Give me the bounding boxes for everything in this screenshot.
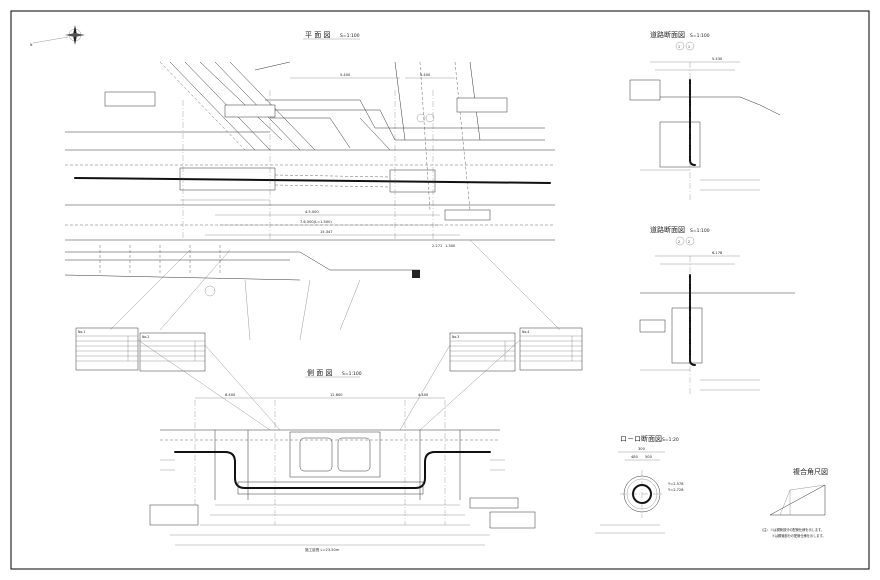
spec-box-2: No.2 bbox=[139, 332, 206, 372]
angle-title: 複合角尺図 bbox=[793, 467, 828, 476]
plan-scale: S=1:100 bbox=[340, 33, 360, 39]
note-1: （注） ①は鋼管部分の配管仕様を示します。 bbox=[760, 527, 824, 532]
spec-box-4: No.4 bbox=[519, 327, 583, 371]
note-2: ②は鋼管部分の配管仕様を示します。 bbox=[772, 533, 826, 538]
side-dim-top3: 4.400 bbox=[418, 393, 429, 397]
pipe-dim-yr: Y=2.728 bbox=[668, 488, 684, 492]
road2-dim-w: 6.178 bbox=[712, 251, 723, 255]
side-main-pipe bbox=[174, 451, 491, 489]
side-dim-top1: 6.400 bbox=[225, 393, 236, 397]
svg-text:2: 2 bbox=[678, 240, 680, 244]
sheet-frame bbox=[10, 10, 870, 570]
plan-main-pipe bbox=[74, 177, 551, 184]
svg-text:2: 2 bbox=[688, 240, 690, 244]
plan-dim-5: 1.300 bbox=[445, 244, 456, 248]
angle-diagram: 複合角尺図 bbox=[769, 467, 828, 516]
pipe-dim-a: 300 bbox=[638, 447, 646, 451]
side-title: 側 面 図 bbox=[307, 368, 332, 377]
road1-pipe bbox=[689, 79, 696, 166]
pipe-dim-c: 500 bbox=[645, 455, 653, 459]
plan-dim-1: 4.5.000 bbox=[305, 210, 319, 214]
side-dim-bottom: 施工延長 L=23.50m bbox=[305, 547, 340, 552]
road2-title: 道路断面図 bbox=[650, 225, 685, 234]
svg-text:No.4: No.4 bbox=[522, 330, 529, 334]
plan-title: 平 面 図 bbox=[305, 31, 330, 39]
svg-text:1: 1 bbox=[688, 45, 690, 49]
compass-label: N bbox=[30, 43, 33, 47]
road1-title: 道路断面図 bbox=[650, 30, 685, 39]
svg-text:No.1: No.1 bbox=[78, 330, 85, 334]
side-scale: S=1:100 bbox=[342, 371, 362, 377]
plan-dim-2: 7.6.500(L=1.500) bbox=[300, 220, 332, 224]
spec-box-3: No.3 bbox=[449, 332, 516, 372]
plan-dim-top2: 4.400 bbox=[420, 73, 431, 77]
pipe-dim-b: 480 bbox=[631, 455, 639, 459]
svg-text:1: 1 bbox=[678, 45, 680, 49]
plan-dim-3: 15.347 bbox=[320, 230, 333, 234]
road1-dim-w: 5.430 bbox=[712, 57, 723, 61]
pipe-title: ロ－ロ断面図 bbox=[620, 434, 662, 443]
road-section-1: 道路断面図 S=1:100 1 1 5.430 bbox=[629, 30, 781, 200]
plan-dim-4: 2.271 bbox=[432, 244, 442, 248]
plan-view: 平 面 図 S=1:100 5.400 4.400 4.5.000 bbox=[64, 31, 555, 341]
svg-text:No.3: No.3 bbox=[452, 335, 459, 339]
pipe-section: ロ－ロ断面図 S=1:20 300 480 500 Y=2.578 Y=2.72… bbox=[595, 434, 684, 534]
svg-text:No.2: No.2 bbox=[142, 335, 149, 339]
road1-scale: S=1:100 bbox=[690, 33, 710, 39]
road2-pipe bbox=[689, 274, 696, 366]
side-view: 側 面 図 S=1:100 6.400 12.600 4.400 施工延長 L=… bbox=[149, 368, 536, 552]
road2-scale: S=1:100 bbox=[690, 228, 710, 234]
pipe-dim-yl: Y=2.578 bbox=[668, 482, 684, 486]
plan-dim-top1: 5.400 bbox=[340, 73, 351, 77]
compass-icon: N bbox=[30, 25, 85, 47]
road-section-2: 道路断面図 S=1:100 2 2 6.178 bbox=[639, 225, 795, 395]
spec-box-1: No.1 bbox=[75, 327, 139, 371]
side-dim-top2: 12.600 bbox=[330, 393, 343, 397]
pipe-scale: S=1:20 bbox=[662, 437, 679, 443]
